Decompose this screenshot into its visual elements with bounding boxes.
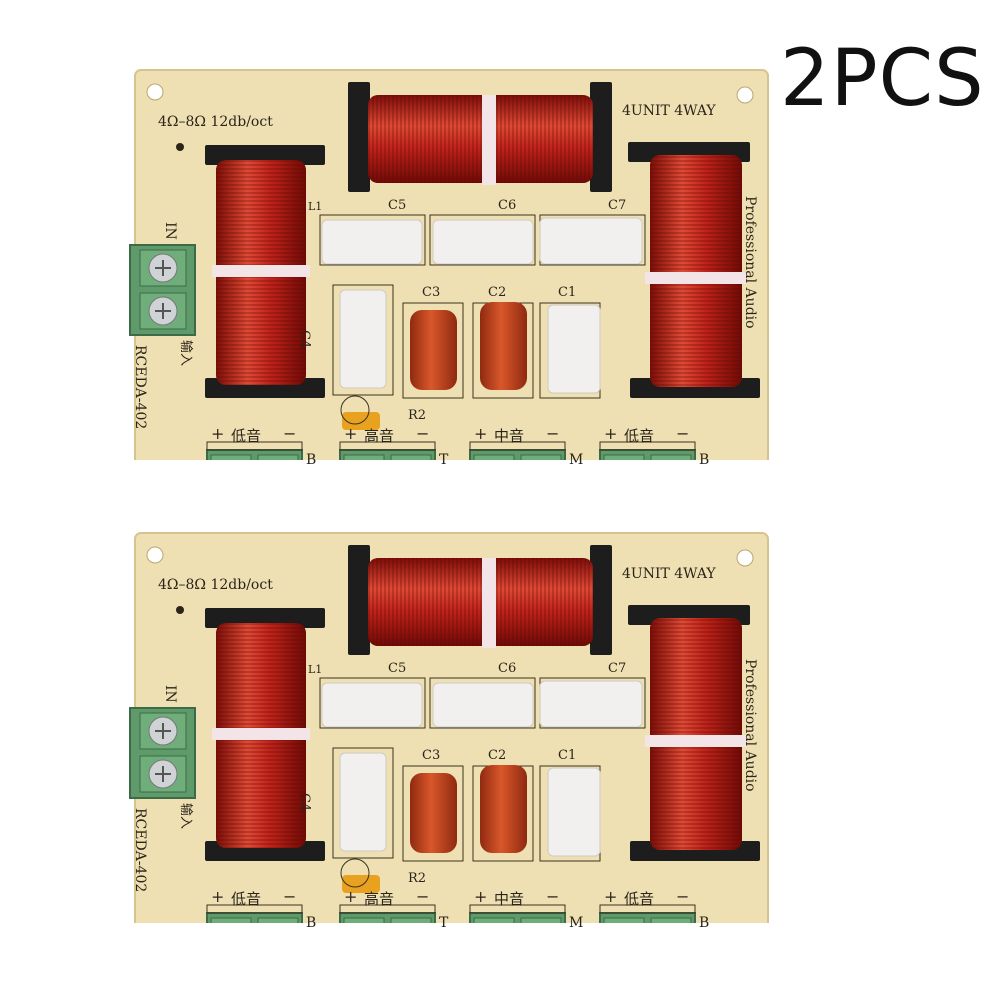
output-cn-label-2: 高音 (364, 890, 395, 908)
brand-label: Professional Audio (742, 196, 758, 329)
output-minus-label: − (676, 424, 690, 443)
output-code-label-3: M (569, 915, 584, 931)
inductor-left (205, 608, 325, 861)
c1-label: C1 (558, 285, 577, 300)
capacitor-c1 (547, 304, 601, 394)
inductor-right (628, 605, 760, 861)
c6-label: C6 (498, 198, 517, 213)
output-code-label-4: B (699, 915, 710, 931)
impedance-slope-label: 4Ω–8Ω 12db/oct (158, 577, 273, 593)
output-cn-label-4: 低音 (624, 427, 655, 445)
capacitor-c7 (539, 680, 643, 728)
output-minus-label: − (416, 887, 430, 906)
input-cn-label: 输入 (178, 803, 193, 830)
l1-label: L1 (308, 663, 323, 676)
output-terminal-4 (599, 904, 696, 923)
output-cn-label-2: 高音 (364, 427, 395, 445)
c3-label: C3 (422, 285, 441, 300)
c3-label: C3 (422, 748, 441, 763)
capacitor-c3 (410, 310, 457, 390)
unit-way-label: 4UNIT 4WAY (622, 103, 716, 119)
crossover-board-1: 4Ω–8Ω 12db/oct 4UNIT 4WAY Professional A… (0, 0, 1000, 468)
input-terminal (129, 707, 196, 799)
output-minus-label: − (546, 424, 560, 443)
output-cn-label-1: 低音 (231, 427, 262, 445)
unit-way-label: 4UNIT 4WAY (622, 566, 716, 582)
output-cn-label-3: 中音 (494, 890, 525, 908)
output-plus-label: + (474, 887, 488, 906)
r2-label: R2 (408, 408, 427, 423)
c2-label: C2 (488, 748, 507, 763)
inductor-top (348, 82, 612, 192)
quantity-label: 2PCS (780, 34, 985, 124)
capacitor-c7 (539, 217, 643, 265)
capacitor-c1 (547, 767, 601, 857)
output-plus-label: + (604, 887, 618, 906)
capacitor-c6 (432, 682, 534, 728)
output-terminal-3 (469, 904, 566, 923)
capacitor-c6 (432, 219, 534, 265)
output-cn-label-4: 低音 (624, 890, 655, 908)
input-terminal (129, 244, 196, 336)
output-plus-label: + (344, 887, 358, 906)
pcb-image (129, 532, 769, 923)
brand-label: Professional Audio (742, 659, 758, 792)
c7-label: C7 (608, 661, 627, 676)
output-minus-label: − (546, 887, 560, 906)
capacitor-c5 (321, 219, 423, 265)
capacitor-c2 (480, 765, 527, 853)
output-minus-label: − (416, 424, 430, 443)
output-code-label-2: T (439, 915, 449, 931)
input-cn-label: 输入 (178, 340, 193, 367)
output-plus-label: + (344, 424, 358, 443)
pcb-image (129, 69, 769, 460)
output-cn-label-3: 中音 (494, 427, 525, 445)
model-label: RCEDA-402 (132, 808, 148, 893)
c1-label: C1 (558, 748, 577, 763)
output-plus-label: + (211, 424, 225, 443)
output-cn-label-1: 低音 (231, 890, 262, 908)
c4-label: C4 (297, 330, 312, 349)
c5-label: C5 (388, 198, 407, 213)
output-terminal-2 (339, 904, 436, 923)
output-terminal-4 (599, 441, 696, 460)
inductor-top (348, 545, 612, 655)
inductor-left (205, 145, 325, 398)
input-label: IN (162, 222, 178, 240)
output-terminal-1 (206, 904, 303, 923)
capacitor-c4 (339, 752, 387, 852)
output-plus-label: + (604, 424, 618, 443)
inductor-right (628, 142, 760, 398)
model-label: RCEDA-402 (132, 345, 148, 430)
capacitor-c5 (321, 682, 423, 728)
c4-label: C4 (297, 793, 312, 812)
output-minus-label: − (676, 887, 690, 906)
output-code-label-4: B (699, 452, 710, 468)
output-terminal-1 (206, 441, 303, 460)
input-label: IN (162, 685, 178, 703)
l1-label: L1 (308, 200, 323, 213)
resistor-r2 (342, 875, 380, 893)
output-plus-label: + (211, 887, 225, 906)
c5-label: C5 (388, 661, 407, 676)
capacitor-c4 (339, 289, 387, 389)
output-terminal-2 (339, 441, 436, 460)
output-plus-label: + (474, 424, 488, 443)
output-terminal-3 (469, 441, 566, 460)
c6-label: C6 (498, 661, 517, 676)
output-code-label-2: T (439, 452, 449, 468)
r2-label: R2 (408, 871, 427, 886)
crossover-board-2: 4Ω–8Ω 12db/oct 4UNIT 4WAY Professional A… (0, 463, 1000, 931)
resistor-r2 (342, 412, 380, 430)
output-code-label-3: M (569, 452, 584, 468)
output-minus-label: − (283, 887, 297, 906)
output-minus-label: − (283, 424, 297, 443)
output-code-label-1: B (306, 915, 317, 931)
capacitor-c3 (410, 773, 457, 853)
capacitor-c2 (480, 302, 527, 390)
impedance-slope-label: 4Ω–8Ω 12db/oct (158, 114, 273, 130)
c7-label: C7 (608, 198, 627, 213)
output-code-label-1: B (306, 452, 317, 468)
c2-label: C2 (488, 285, 507, 300)
